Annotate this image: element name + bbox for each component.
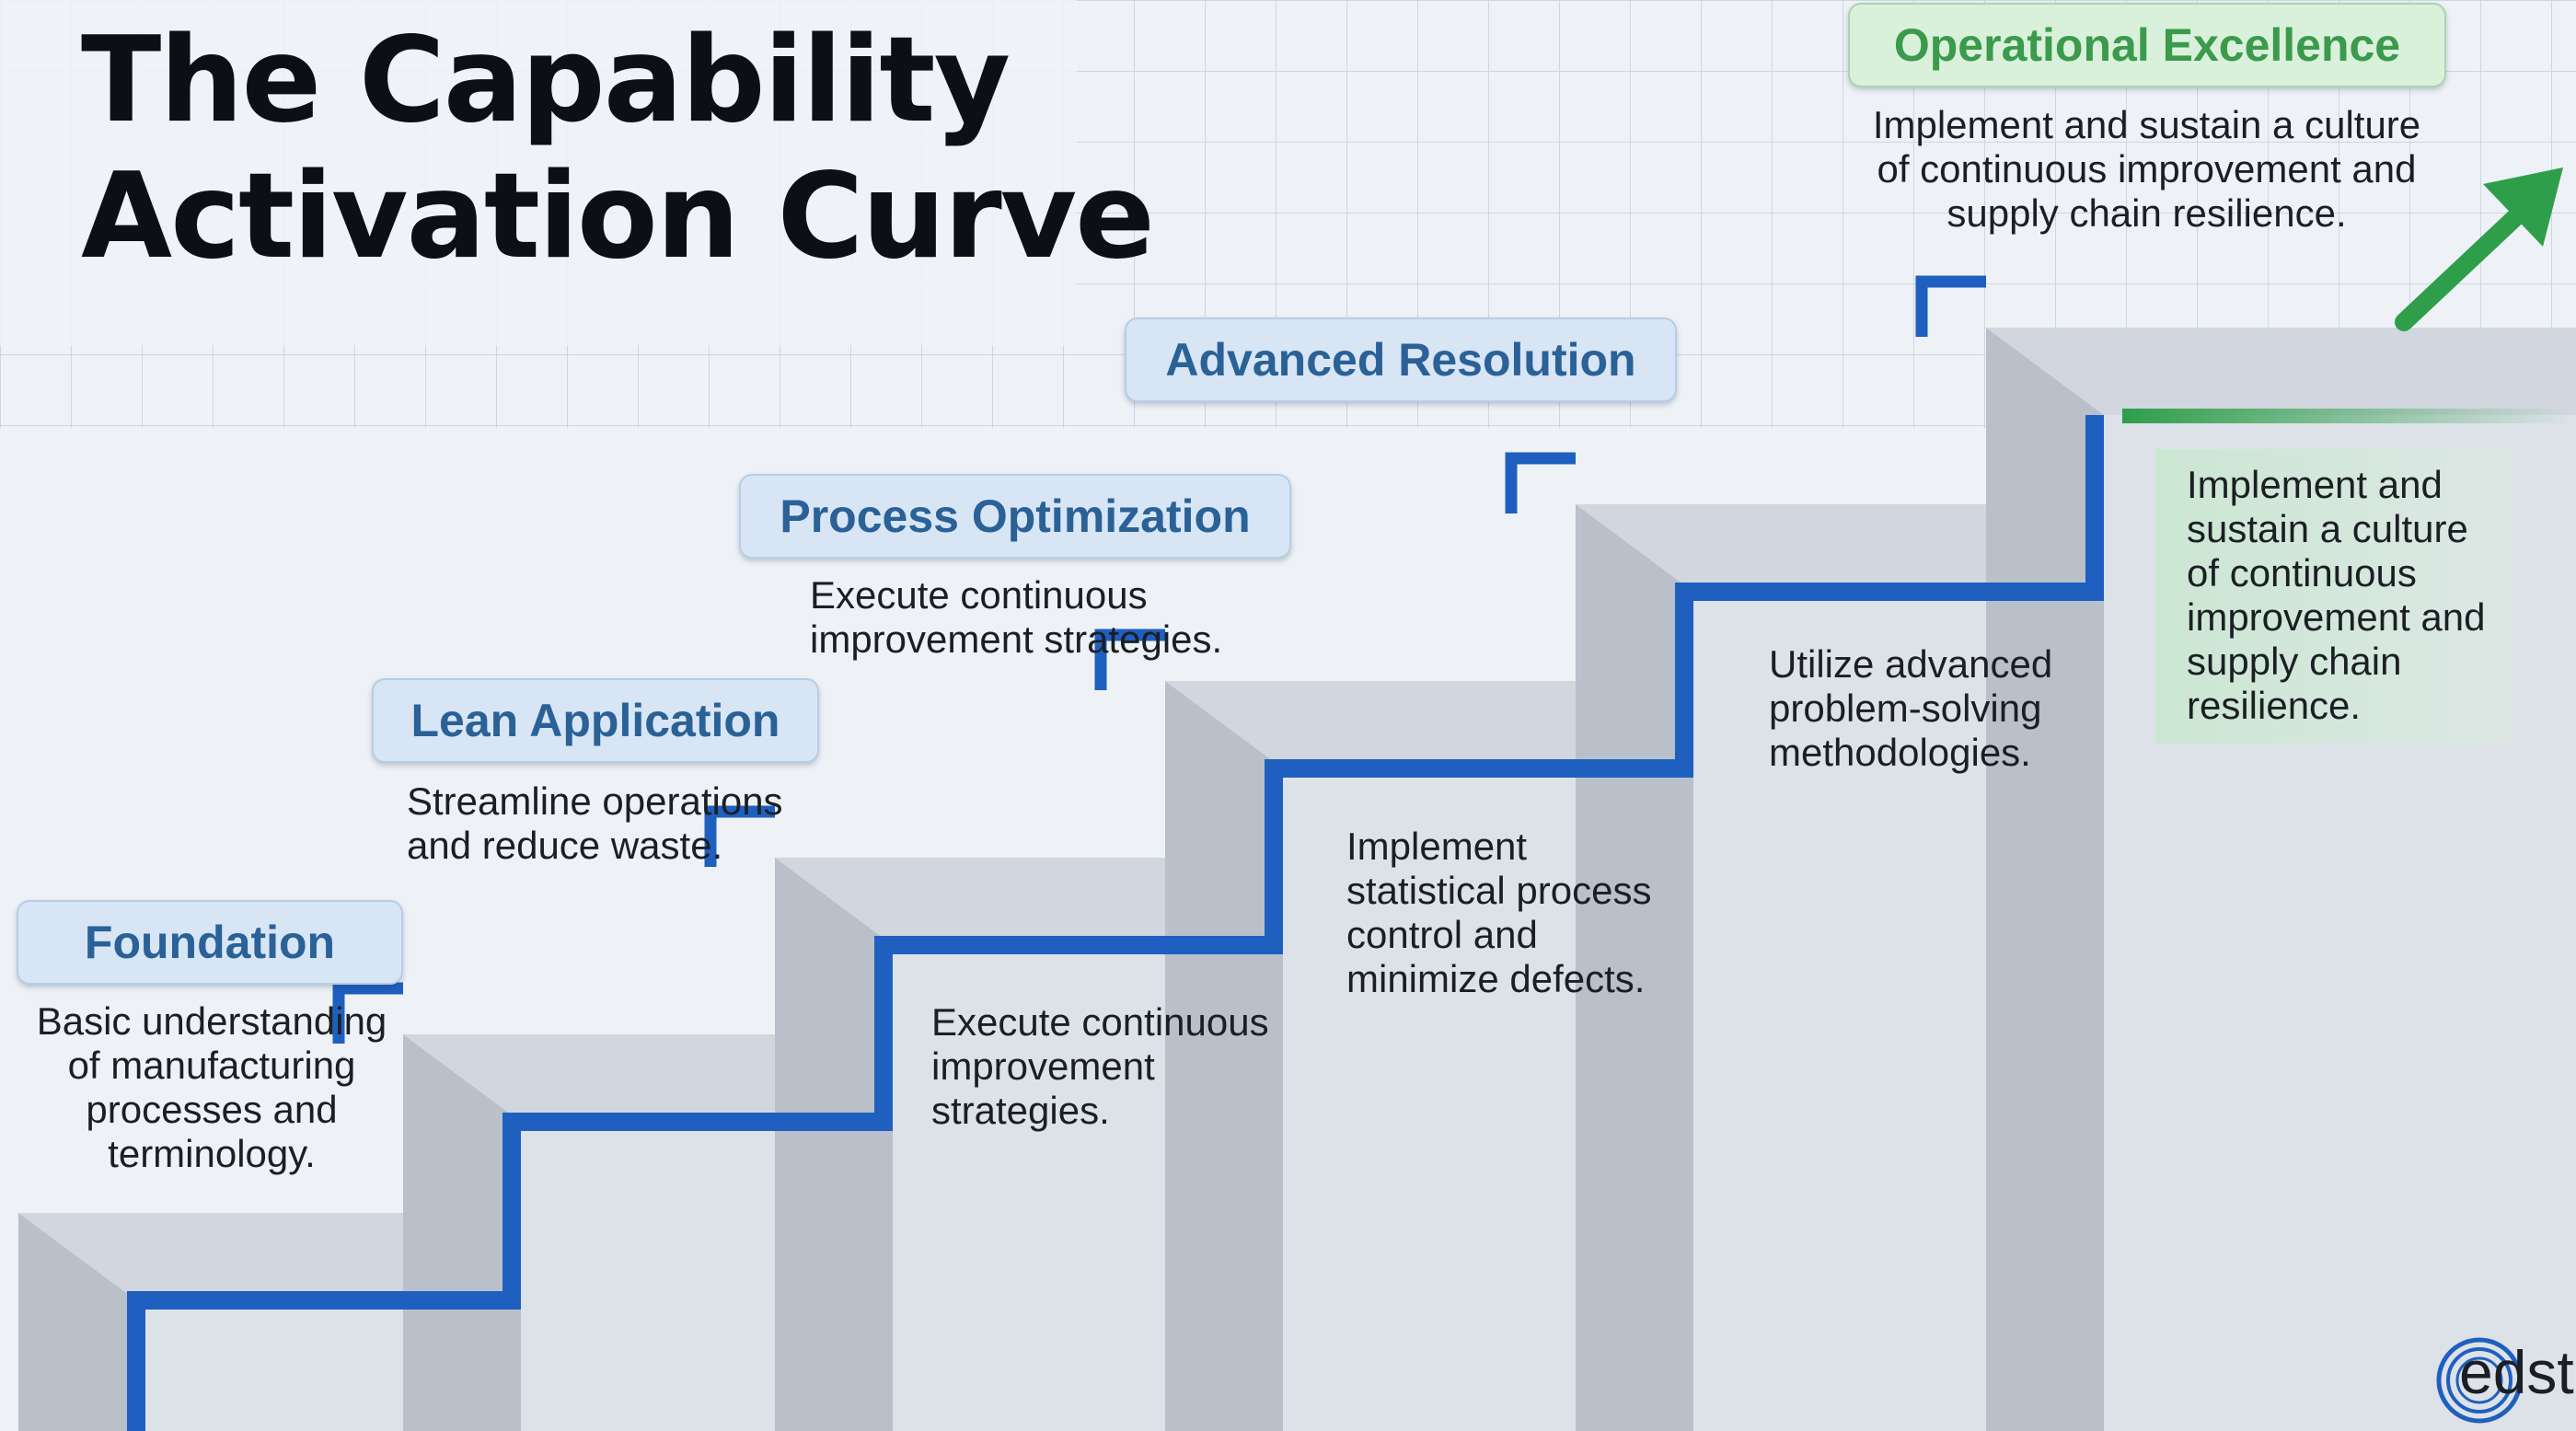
connector-line-2 [332, 982, 403, 1044]
stage-label-lean-application: Lean Application [372, 678, 819, 763]
description-line: improvement strategies. [810, 617, 1223, 661]
description-line: minimize defects. [1346, 957, 1646, 1000]
final-step-highlight [2155, 449, 2512, 744]
logo-mark-icon [2436, 1337, 2523, 1424]
title-line-1: The Capability [81, 12, 1011, 149]
stage-label-advanced-resolution: Advanced Resolution [1125, 317, 1677, 402]
description-line: Streamline operations [407, 779, 783, 823]
progress-line-main [127, 415, 2104, 1431]
description-line: improvement and [2187, 595, 2486, 639]
description-line: Implement [1346, 825, 1528, 868]
description-line: methodologies. [1769, 731, 2031, 774]
company-logo: edstellar [2432, 1330, 2576, 1431]
description-line: terminology. [108, 1132, 316, 1175]
final-step-edge [2122, 409, 2573, 423]
stage-description-foundation: Basic understanding of manufacturing pro… [9, 999, 414, 1176]
stage-label-process-optimization: Process Optimization [739, 474, 1291, 559]
description-line: supply chain [2187, 640, 2402, 683]
progress-lines [127, 275, 2573, 1431]
description-line: Execute continuous [931, 1000, 1269, 1044]
description-line: Basic understanding [36, 999, 387, 1043]
step-description-2: Execute continuous improvement strategie… [931, 1000, 1300, 1133]
description-line: Implement and sustain a culture [1872, 103, 2421, 146]
logo-text: edstellar [2459, 1338, 2576, 1406]
description-line: sustain a culture [2187, 507, 2468, 550]
stair-steps [18, 328, 2576, 1431]
description-line: problem-solving [1769, 687, 2042, 730]
description-line: strategies. [931, 1089, 1110, 1132]
step-description-5: Implement and sustain a culture of conti… [2187, 463, 2518, 728]
connector-line-4 [1094, 629, 1165, 690]
stage-label-foundation: Foundation [17, 900, 403, 985]
stage-description-lean-application: Streamline operations and reduce waste. [407, 779, 830, 868]
description-line: of continuous improvement and [1877, 147, 2417, 190]
page-title: The Capability Activation Curve [81, 12, 1155, 285]
stage-description-process-optimization: Execute continuous improvement strategie… [810, 573, 1288, 662]
description-line: supply chain resilience. [1946, 191, 2347, 235]
title-line-2: Activation Curve [81, 148, 1155, 285]
description-line: improvement [931, 1044, 1155, 1088]
title-backdrop [0, 0, 1077, 345]
description-line: of manufacturing [67, 1044, 356, 1087]
description-line: and reduce waste. [407, 824, 723, 867]
step-description-4: Utilize advanced problem-solving methodo… [1769, 642, 2119, 775]
description-line: Execute continuous [810, 573, 1148, 617]
stage-description-operational-excellence: Implement and sustain a culture of conti… [1804, 103, 2489, 236]
step-description-3: Implement statistical process control an… [1346, 825, 1696, 1001]
growth-arrow-icon [2395, 167, 2563, 331]
stage-label-operational-excellence: Operational Excellence [1848, 3, 2446, 87]
connector-line-3 [704, 805, 775, 867]
description-line: resilience. [2187, 684, 2362, 727]
description-line: Utilize advanced [1769, 642, 2053, 686]
connector-line-5 [1505, 452, 1576, 514]
description-line: Implement and [2187, 463, 2443, 506]
description-line: processes and [86, 1088, 338, 1131]
connector-line-6 [1915, 275, 1986, 337]
description-line: control and [1346, 913, 1538, 956]
description-line: of continuous [2187, 551, 2417, 594]
description-line: statistical process [1346, 869, 1652, 912]
